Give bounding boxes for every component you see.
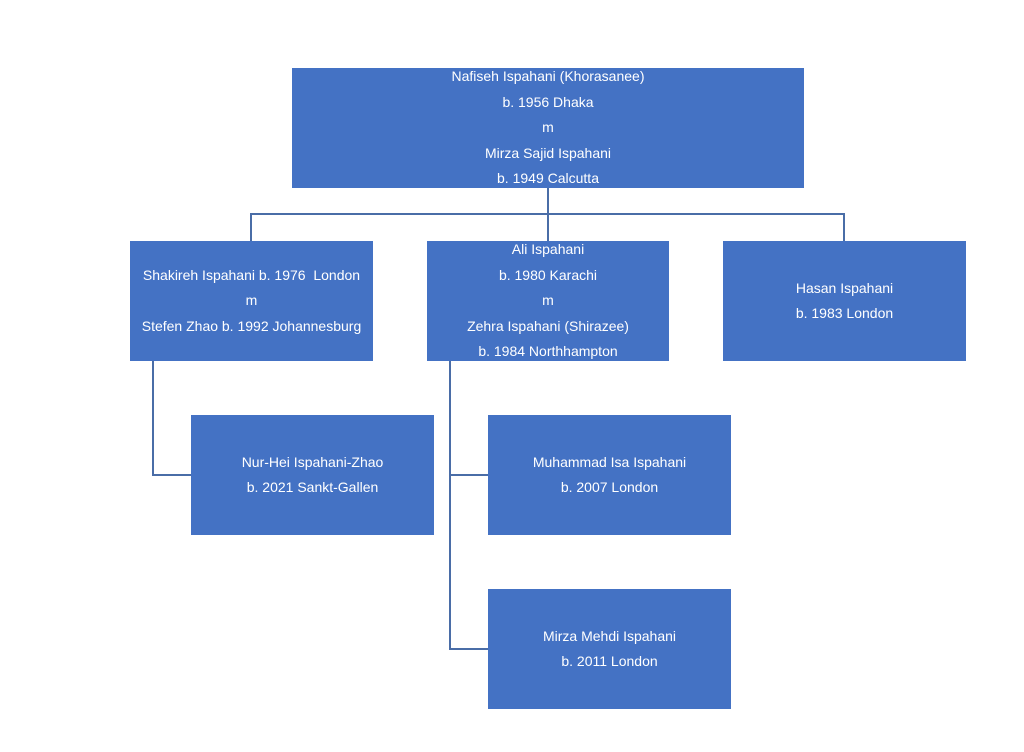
- shakireh-line-2: m: [245, 292, 258, 309]
- ali-line-3: m: [542, 292, 554, 308]
- person-box-muhammad-isa: Muhammad Isa Ispahani b. 2007 London: [488, 415, 731, 535]
- ali-line-2: b. 1980 Karachi: [498, 266, 598, 283]
- root-line-4: Mirza Sajid Ispahani: [484, 144, 612, 161]
- root-line-3: m: [542, 119, 554, 136]
- nurhei-line-1: Nur-Hei Ispahani-Zhao: [241, 453, 384, 470]
- ali-line-4: Zehra Ispahani (Shirazee): [467, 317, 629, 334]
- connector-ali-to-children: [449, 361, 488, 650]
- mehdi-line-1: Mirza Mehdi Ispahani: [542, 627, 677, 644]
- hasan-line-1: Hasan Ispahani: [795, 279, 894, 296]
- mehdi-line-2: b. 2011 London: [561, 653, 658, 669]
- person-box-nafiseh-and-mirza-sajid: Nafiseh Ispahani (Khorasanee) b. 1956 Dh…: [292, 68, 804, 188]
- ali-line-5: b. 1984 Northhampton: [478, 343, 618, 359]
- person-box-ali-and-zehra: Ali Ispahani b. 1980 Karachi m Zehra Isp…: [427, 241, 669, 361]
- hasan-line-2: b. 1983 London: [795, 305, 894, 321]
- ali-line-1: Ali Ispahani: [511, 241, 585, 257]
- shakireh-line-1: Shakireh Ispahani b. 1976 London: [142, 266, 361, 283]
- root-line-2: b. 1956 Dhaka: [502, 93, 594, 110]
- root-line-1: Nafiseh Ispahani (Khorasanee): [451, 68, 645, 85]
- muhammad-line-1: Muhammad Isa Ispahani: [532, 453, 687, 470]
- person-box-nur-hei: Nur-Hei Ispahani-Zhao b. 2021 Sankt-Gall…: [191, 415, 434, 535]
- connector-shakireh-to-nurhei: [152, 361, 191, 476]
- connector-root-to-children: [250, 188, 845, 241]
- nurhei-line-2: b. 2021 Sankt-Gallen: [246, 479, 379, 495]
- person-box-hasan: Hasan Ispahani b. 1983 London: [723, 241, 966, 361]
- muhammad-line-2: b. 2007 London: [560, 479, 659, 495]
- person-box-mirza-mehdi: Mirza Mehdi Ispahani b. 2011 London: [488, 589, 731, 709]
- shakireh-line-3: Stefen Zhao b. 1992 Johannesburg: [141, 317, 362, 334]
- person-box-shakireh-and-stefen: Shakireh Ispahani b. 1976 London m Stefe…: [130, 241, 373, 361]
- root-line-5: b. 1949 Calcutta: [497, 170, 599, 187]
